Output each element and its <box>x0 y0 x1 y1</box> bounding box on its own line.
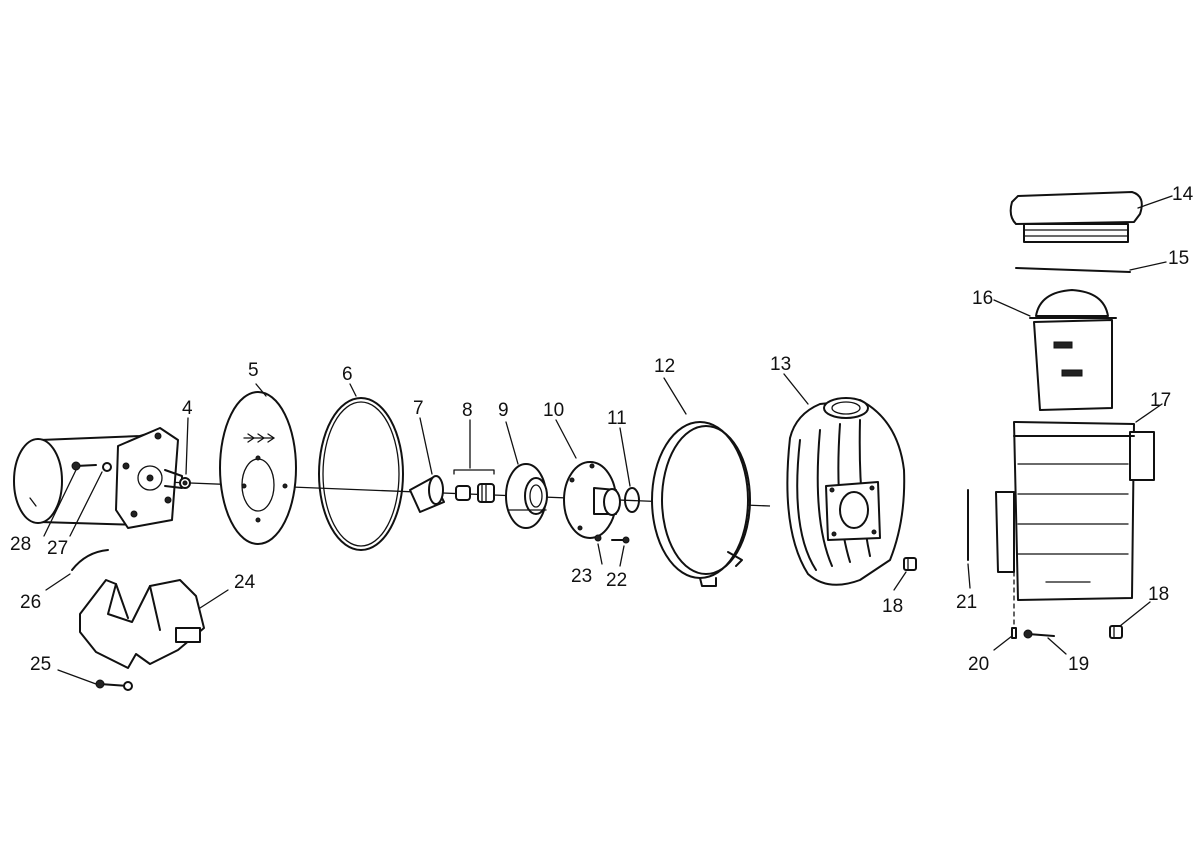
callout-4: 4 <box>182 398 193 419</box>
drain-plug-part-18a <box>903 557 917 571</box>
lid-part-14 <box>1009 191 1143 243</box>
strainer-housing-part-17 <box>995 421 1155 601</box>
callout-19: 19 <box>1068 654 1089 675</box>
clamp-band-part-12 <box>651 421 751 587</box>
callout-7: 7 <box>413 398 424 419</box>
callout-15: 15 <box>1168 248 1189 269</box>
motor-part-28 <box>13 427 183 529</box>
o-ring-part-6 <box>318 397 404 551</box>
callout-18b: 18 <box>1148 584 1169 605</box>
pump-body-part-13 <box>786 397 906 586</box>
callout-6: 6 <box>342 364 353 385</box>
clip-part-26 <box>71 549 109 571</box>
callout-26: 26 <box>20 592 41 613</box>
callout-27: 27 <box>47 538 68 559</box>
base-part-24 <box>79 579 205 669</box>
callout-14: 14 <box>1172 184 1194 205</box>
cone-part-7 <box>409 475 445 513</box>
drain-plug-part-18b <box>1109 625 1123 639</box>
callout-25: 25 <box>30 654 51 675</box>
callout-8: 8 <box>462 400 473 421</box>
washer-part-20 <box>1011 627 1017 639</box>
washer-part-23 <box>594 534 602 542</box>
callout-16: 16 <box>972 288 993 309</box>
callout-28: 28 <box>10 534 31 555</box>
callout-13: 13 <box>770 354 791 375</box>
bolt-part-19 <box>1023 629 1055 639</box>
callout-18a: 18 <box>882 596 903 617</box>
impeller-part-9 <box>505 463 548 529</box>
callout-23: 23 <box>571 566 592 587</box>
shaft-seal-part-8 <box>453 469 495 503</box>
callout-22: 22 <box>606 570 627 591</box>
callout-21: 21 <box>956 592 977 613</box>
motor-bolt-part-28 <box>71 461 97 471</box>
strainer-basket-part-16 <box>1029 289 1117 411</box>
shaft-nut-part-4 <box>179 477 191 489</box>
callout-9: 9 <box>498 400 509 421</box>
callout-17: 17 <box>1150 390 1171 411</box>
bolt-part-25 <box>95 679 133 691</box>
diffuser-part-10 <box>563 461 621 539</box>
callout-5: 5 <box>248 360 259 381</box>
callout-11: 11 <box>607 408 627 429</box>
callout-24: 24 <box>234 572 256 593</box>
leader-lines <box>43 195 1173 685</box>
callout-12: 12 <box>654 356 675 377</box>
screw-part-22 <box>611 536 630 544</box>
callout-20: 20 <box>968 654 989 675</box>
motor-washer-part-27 <box>102 462 112 472</box>
callout-10: 10 <box>543 400 564 421</box>
o-ring-part-11 <box>624 487 640 513</box>
seal-plate-part-5 <box>219 391 297 545</box>
lid-o-ring-part-15 <box>1015 267 1131 273</box>
